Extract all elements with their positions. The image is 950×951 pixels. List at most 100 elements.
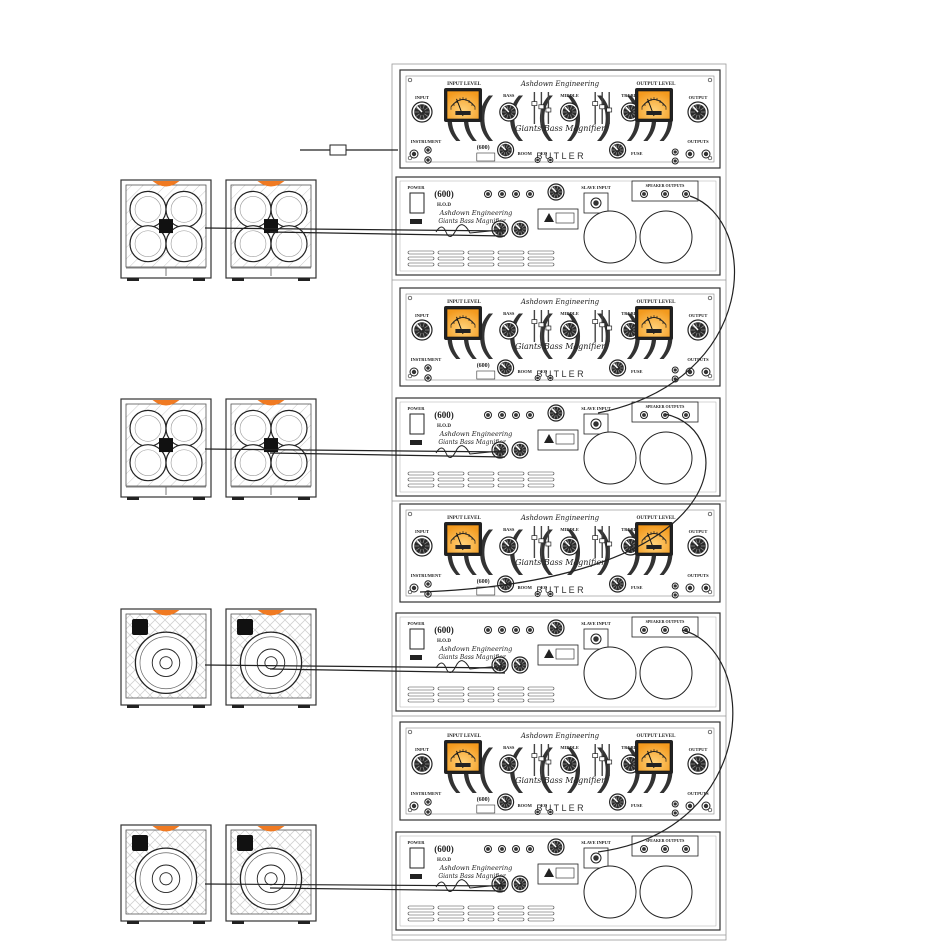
link-cable-1 [597,195,736,414]
cab-foot [193,921,205,924]
link-cable-2 [419,413,707,593]
rear-knob [491,875,509,893]
cab-foot [298,705,310,708]
jack [671,366,679,374]
bass-label: BASS [503,311,515,316]
speaker-jack [640,626,648,634]
dust-cap [264,656,278,670]
speaker-cable-1a [204,227,506,232]
signature [435,445,501,458]
fan-grille-left [583,646,637,700]
rear-company: Ashdown Engineering [439,209,513,217]
cabinet-2-right [225,398,317,500]
screw [407,511,413,517]
vent-slot [467,477,495,482]
vent-slot [527,917,555,922]
cab-input-plate [159,219,173,234]
company-name: Ashdown Engineering [520,298,600,306]
slave-input-label: SLAVE INPUT [581,185,611,190]
vent-slot [527,911,555,916]
boom-knob [497,141,515,159]
vent-slot [407,686,435,691]
treble-label: TREBLE [621,745,639,750]
jack [424,374,432,382]
power-label: POWER [407,406,425,411]
rear-knob [491,441,509,459]
vent-slot [467,905,495,910]
boom-label: BOOM [518,585,533,590]
rear-jack [526,626,534,634]
fuse-holder [410,440,422,445]
rear-jack [526,845,534,853]
eq-switch [534,157,541,163]
treble-knob [620,102,641,122]
bass-knob [499,536,519,556]
outputs-label: OUTPUTS [687,357,709,362]
vent-slot [437,698,465,703]
input-level-label: INPUT LEVEL [447,516,481,521]
rear-jack [498,190,506,198]
slave-input-label: SLAVE INPUT [581,406,611,411]
instrument-plug [329,144,347,156]
company-name: Ashdown Engineering [520,732,600,740]
cab-logo-stripe [152,826,180,832]
slave-input-jack [590,633,602,645]
jack [671,148,679,156]
power-switch [409,413,425,435]
eq-label: EQ [541,151,548,156]
speaker-outputs-label: SPEAKER OUTPUTS [646,619,686,624]
vent-slot [467,698,495,703]
bass-knob [499,320,519,340]
vent-slot [527,477,555,482]
rear-knob [511,875,529,893]
vent-slot [527,471,555,476]
fan-grille-left [583,431,637,485]
cab-input-plate [264,219,278,234]
fan-grille-right [639,210,693,264]
rear-company: Ashdown Engineering [439,645,513,653]
eq-switch [534,591,541,597]
vent-slot [437,262,465,267]
power-label: POWER [407,840,425,845]
rear-product: Giants Bass Magnifier [438,439,507,446]
rear-product: Giants Bass Magnifier [438,218,507,225]
cab-logo-stripe [257,181,285,187]
eq-switch [534,375,541,381]
treble-label: TREBLE [621,311,639,316]
output-vu-meter [635,88,673,122]
vent-slot [527,483,555,488]
logo-word: B U T L E R [536,803,584,813]
jack [424,146,432,154]
jack [671,809,679,817]
input-level-label: INPUT LEVEL [447,82,481,87]
product-name: Giants Bass Magnifier [515,124,606,133]
eq-label: EQ [541,369,548,374]
cab-input-plate [132,835,148,851]
fan-grille-left [583,210,637,264]
outputs-label: OUTPUTS [687,791,709,796]
rear-model-sub: H.O.D [437,858,451,863]
speaker-jack [682,845,690,853]
eq-faders-high [592,92,613,124]
instrument-label: INSTRUMENT [411,573,442,578]
warning-label [537,208,579,230]
speaker-jack [661,626,669,634]
eq-faders-low [531,310,552,342]
output-jack [701,149,711,159]
warning-icon [544,649,554,658]
jack [424,798,432,806]
outputs-label: OUTPUTS [687,139,709,144]
eq-switch [547,591,554,597]
output-level-label: OUTPUT LEVEL [637,300,677,305]
vent-slot [497,686,525,691]
vent-slot [437,911,465,916]
speaker-cable-4b [269,887,506,892]
model-badge: (600) [477,144,490,151]
boom-label: BOOM [518,803,533,808]
cab-logo-stripe [257,826,285,832]
fan-grille-right [639,865,693,919]
vent-slot [527,256,555,261]
jack [424,364,432,372]
speaker-cable-2a [204,448,506,453]
